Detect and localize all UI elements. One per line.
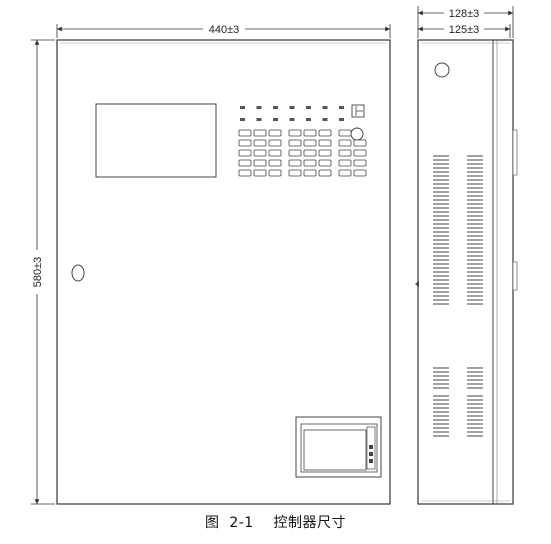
keypad-key [303,159,317,167]
keypad-key [268,129,282,137]
front-width-label: 440±3 [209,24,240,36]
side-inner-depth-label: 125±3 [449,24,480,36]
keypad-key [238,159,252,167]
hinge-tab [512,129,518,176]
keypad-key [238,169,252,177]
figure-caption: 图 2-1 控制器尺寸 [0,512,551,532]
keypad-key [318,149,332,157]
keypad-key [318,139,332,147]
keypad-key [318,169,332,177]
keypad-key [353,139,367,147]
printer-module [295,416,382,478]
side-view [415,39,518,505]
indicator-led [289,106,295,109]
front-view [56,39,391,505]
keypad-key [303,139,317,147]
indicator-led [339,106,344,109]
keypad-key [353,159,367,167]
indicator-led [339,118,344,121]
keypad-key [238,149,252,157]
keypad-key [338,139,352,147]
keypad-key [253,139,267,147]
keypad-key [338,149,352,157]
door-lock [71,264,85,282]
keypad [238,129,367,177]
side-outer-depth-label: 128±3 [449,8,480,20]
lcd-screen [95,103,217,178]
keypad-key [268,169,282,177]
indicator-led [240,118,245,121]
side-cable-knockout [434,62,450,78]
keypad-key [318,159,332,167]
side-vents [433,155,483,437]
indicator-led [273,118,278,121]
keypad-key [268,149,282,157]
indicator-led [306,106,311,109]
keypad-key [353,149,367,157]
indicator-leds [240,106,344,121]
keypad-key [303,169,317,177]
figure-title: 控制器尺寸 [273,515,347,531]
keypad-key [253,129,267,137]
keypad-key [238,129,252,137]
indicator-led [273,106,278,109]
keypad-key [238,139,252,147]
keypad-key [253,169,267,177]
keypad-key [318,129,332,137]
keypad-key [288,149,302,157]
keypad-key [338,129,352,137]
keypad-key [303,149,317,157]
indicator-led [322,118,328,121]
indicator-led [240,106,245,109]
keypad-key [268,139,282,147]
side-hinges [512,129,518,291]
indicator-led [256,118,262,121]
keypad-key [253,159,267,167]
keypad-key [288,169,302,177]
indicator-led [306,118,311,121]
keypad-key [288,129,302,137]
keypad-key [338,159,352,167]
keypad-key [268,159,282,167]
figure-number: 图 2-1 [204,515,254,531]
indicator-led [322,106,328,109]
keypad-key [253,149,267,157]
keypad-key [288,139,302,147]
keypad-key [303,129,317,137]
indicator-led [256,106,262,109]
height-label: 580±3 [32,257,44,288]
rotary-knob [350,127,364,141]
indicator-led [289,118,295,121]
keypad-key [338,169,352,177]
hinge-tab [512,261,518,291]
keypad-key [288,159,302,167]
keypad-key [353,169,367,177]
side-cabinet-outline [417,39,514,505]
